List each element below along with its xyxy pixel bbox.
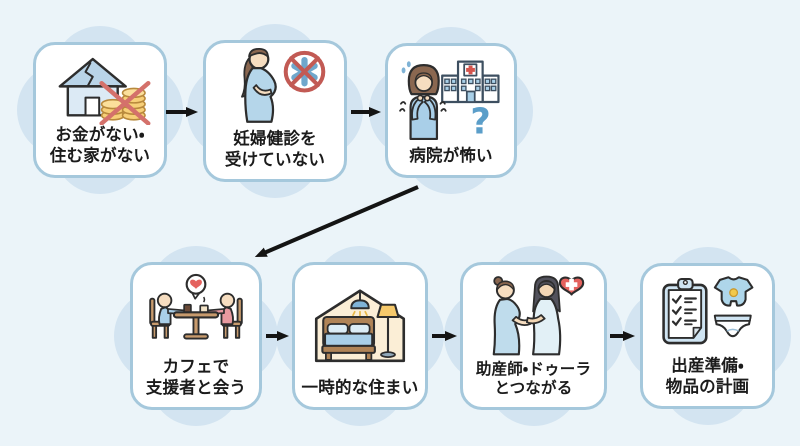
flow-node-hospital-fear: ? 病院が怖い [369, 27, 533, 194]
node-label: 一時的な住まい [301, 378, 419, 397]
node-card: 助産師・ドゥーラ とつながる [460, 262, 607, 410]
node-card: カフェで 支援者と会う [130, 262, 262, 410]
midwife-doula-icon [492, 275, 584, 356]
temporary-housing-icon [314, 289, 406, 363]
hospital-fear-icon: ? [399, 60, 500, 141]
svg-text:?: ? [470, 102, 490, 141]
pregnant-no-checkup-icon [241, 48, 326, 123]
node-card: 一時的な住まい [292, 262, 428, 410]
flow-node-no-money-no-home: お金がない・ 住む家がない [17, 26, 183, 194]
flow-node-midwife-doula: 助産師・ドゥーラ とつながる [444, 246, 623, 426]
node-label: 妊婦健診を 受けていない [224, 130, 326, 169]
node-label: 出産準備・ 物品の計画 [665, 357, 750, 396]
node-label: カフェで 支援者と会う [145, 358, 247, 397]
flow-node-temporary-housing: 一時的な住まい [276, 246, 444, 426]
node-label: 病院が怖い [409, 146, 493, 165]
cafe-support-meeting-icon [149, 273, 243, 340]
flow-node-no-prenatal-checkup: 妊婦健診を 受けていない [187, 24, 363, 198]
node-card: ? 病院が怖い [385, 43, 517, 178]
node-card: お金がない・ 住む家がない [33, 42, 167, 178]
node-card: 妊婦健診を 受けていない [203, 40, 347, 182]
node-label: お金がない・ 住む家がない [49, 126, 151, 165]
arrow-3-4 [254, 185, 419, 257]
birth-supplies-plan-icon [661, 276, 753, 345]
flow-node-birth-preparation: 出産準備・ 物品の計画 [624, 247, 791, 425]
house-no-money-icon [58, 57, 151, 126]
node-label: 助産師・ドゥーラ とつながる [475, 360, 592, 397]
flow-node-cafe-meeting: カフェで 支援者と会う [114, 246, 278, 426]
node-card: 出産準備・ 物品の計画 [640, 263, 775, 409]
